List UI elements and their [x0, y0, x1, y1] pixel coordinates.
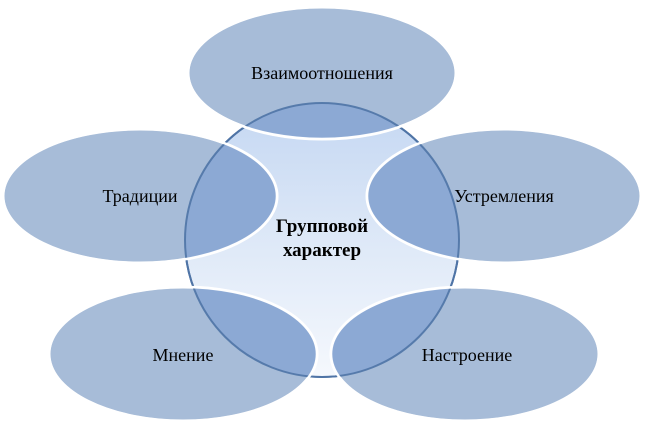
center-label-line1: Групповой — [276, 216, 368, 237]
node-bottom-right-label: Настроение — [422, 345, 513, 365]
center-circle-outline — [184, 102, 460, 378]
node-top-label: Взаимоотношения — [251, 63, 393, 83]
separator-arcs — [1, 5, 643, 423]
node-left-label: Традиции — [103, 186, 178, 206]
center-label-line2: характер — [283, 240, 361, 261]
node-bottom-left-label: Мнение — [153, 345, 214, 365]
node-right-label: Устремления — [454, 186, 554, 206]
